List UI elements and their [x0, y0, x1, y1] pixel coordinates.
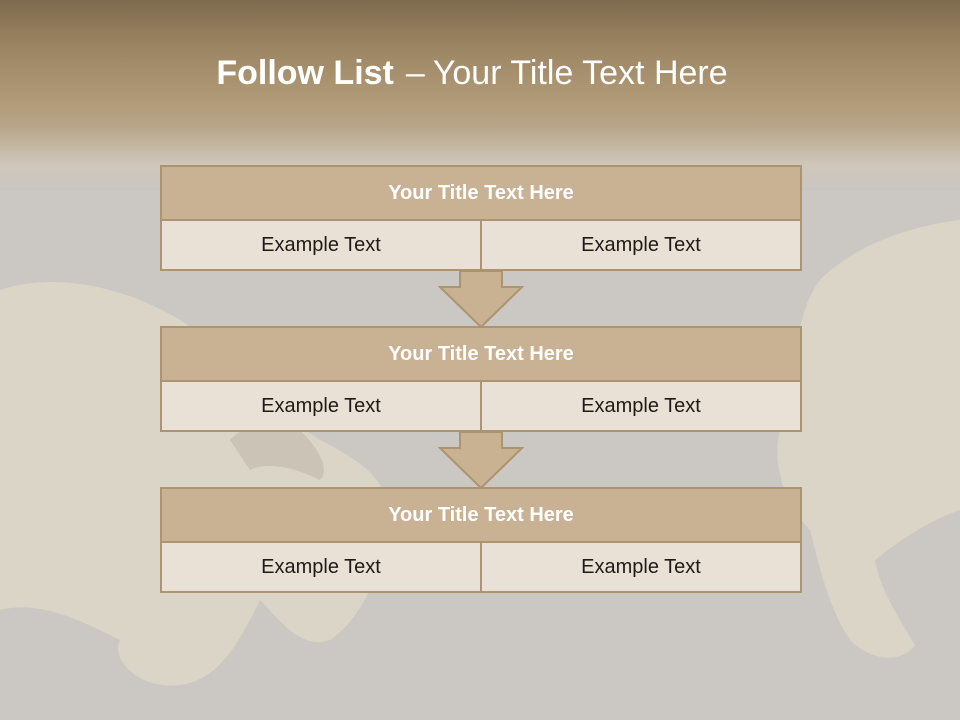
list-block-2: Your Title Text Here Example Text Exampl…: [160, 326, 802, 432]
block-cell-left: Example Text: [261, 555, 381, 578]
block-row: Example Text Example Text: [160, 543, 802, 593]
block-title: Your Title Text Here: [160, 326, 802, 382]
block-title: Your Title Text Here: [160, 165, 802, 221]
block-row: Example Text Example Text: [160, 221, 802, 271]
block-cell-right: Example Text: [480, 221, 800, 269]
block-cell-left: Example Text: [261, 233, 381, 256]
right-animal-silhouette: [777, 220, 960, 658]
title-bold-part: Follow List: [216, 54, 394, 92]
block-row: Example Text Example Text: [160, 382, 802, 432]
title-dash: –: [405, 54, 425, 92]
slide-title: Follow List–Your Title Text Here: [0, 54, 944, 93]
block-title: Your Title Text Here: [160, 487, 802, 543]
header-gradient-band: [0, 0, 960, 190]
block-cell-right: Example Text: [480, 382, 800, 430]
block-cell-right: Example Text: [480, 543, 800, 591]
block-cell-left: Example Text: [261, 394, 381, 417]
down-arrow-icon: [438, 271, 524, 329]
down-arrow-icon: [438, 432, 524, 490]
list-block-1: Your Title Text Here Example Text Exampl…: [160, 165, 802, 271]
title-rest-part: Your Title Text Here: [432, 54, 728, 92]
list-block-3: Your Title Text Here Example Text Exampl…: [160, 487, 802, 593]
